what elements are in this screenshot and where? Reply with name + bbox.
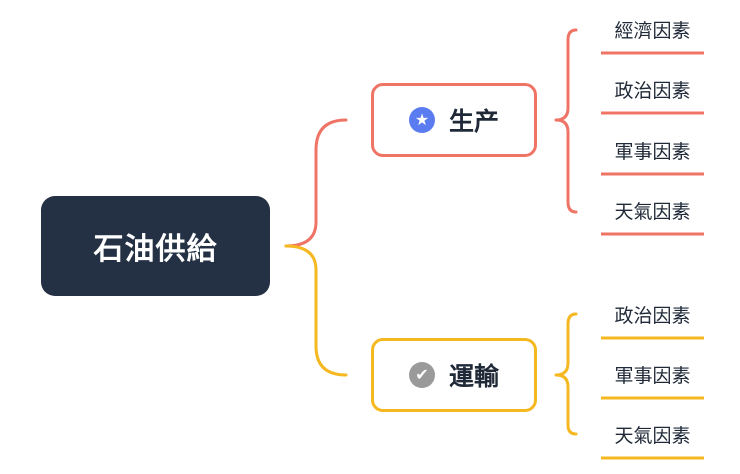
topic-production-label: 生产 [448, 107, 499, 136]
subtopic-political-factors[interactable]: 政治因素 [614, 79, 691, 102]
bracket-transport [554, 312, 578, 436]
connector-root-to-production [284, 118, 348, 248]
star-badge-icon: ★ [408, 107, 435, 133]
topic-production[interactable]: ★ 生产 [371, 83, 537, 157]
subtopic-political-factors[interactable]: 政治因素 [614, 304, 691, 327]
subtopic-military-factors[interactable]: 軍事因素 [614, 364, 691, 387]
root-topic-label: 石油供給 [93, 232, 218, 267]
bracket-production [554, 28, 578, 214]
topic-transport[interactable]: ✔ 運輸 [371, 338, 537, 412]
subtopic-military-factors[interactable]: 軍事因素 [614, 140, 691, 163]
root-topic[interactable]: 石油供給 [41, 196, 270, 296]
topic-transport-label: 運輸 [448, 362, 499, 391]
connector-root-to-transport [284, 244, 348, 377]
subtopic-economic-factors[interactable]: 經濟因素 [614, 19, 691, 42]
subtopic-weather-factors[interactable]: 天氣因素 [614, 200, 691, 223]
check-badge-icon: ✔ [408, 362, 435, 388]
subtopic-weather-factors[interactable]: 天氣因素 [614, 424, 691, 447]
